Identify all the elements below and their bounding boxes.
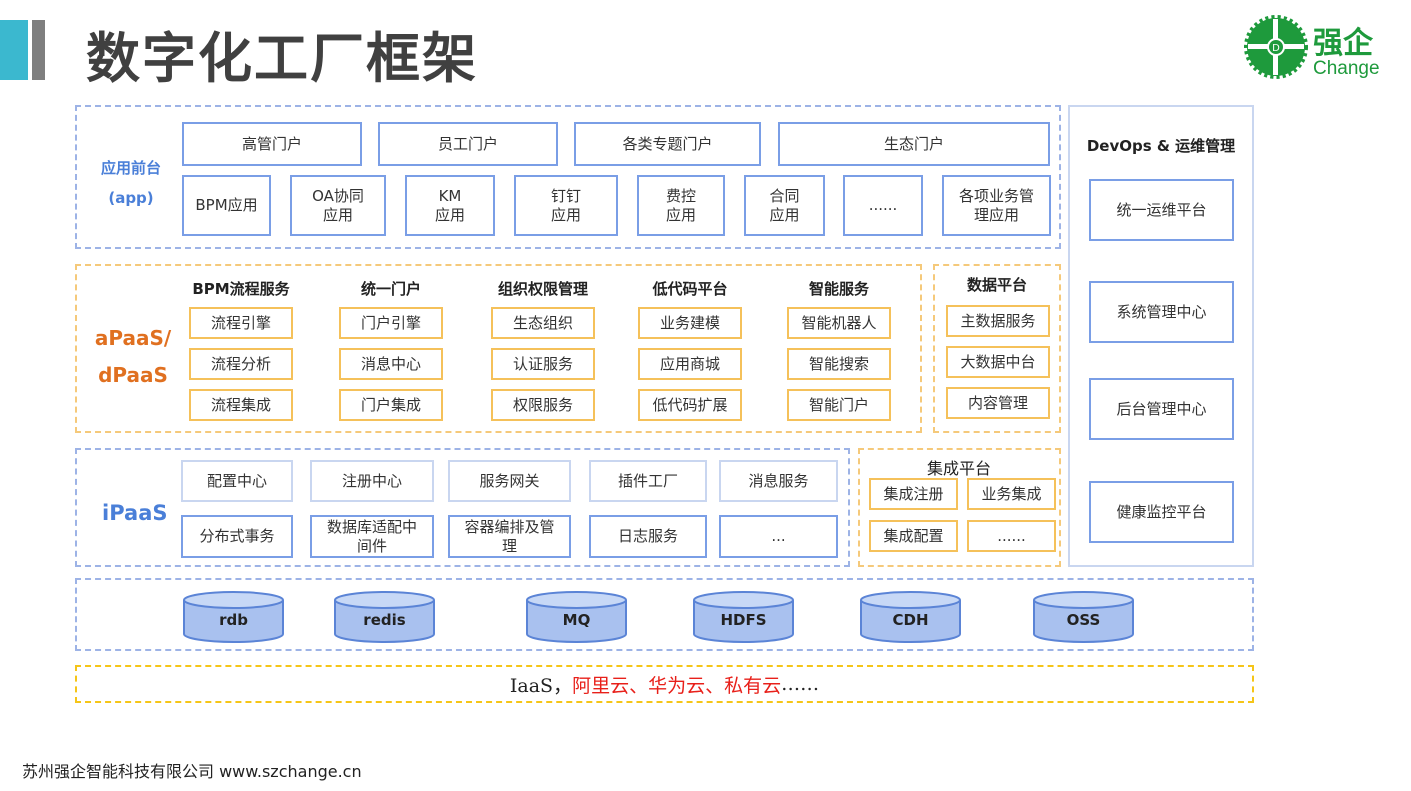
service-box: 门户集成 <box>339 389 443 421</box>
ipaas-box: 注册中心 <box>310 460 434 502</box>
apaas-label: aPaaS/ <box>94 326 172 350</box>
gear-logo-icon: D <box>1244 15 1308 79</box>
integration-box: 集成配置 <box>869 520 958 552</box>
footer-company: 苏州强企智能科技有限公司 www.szchange.cn <box>22 762 362 781</box>
database-cylinder-icon: rdb <box>182 590 285 643</box>
app-box: BPM应用 <box>182 175 271 236</box>
database-cylinder-icon: MQ <box>525 590 628 643</box>
storage-label: CDH <box>892 611 929 629</box>
app-box: ...... <box>843 175 923 236</box>
database-cylinder-icon: CDH <box>859 590 962 643</box>
data-platform-box: 大数据中台 <box>946 346 1050 378</box>
iaas-clouds: 阿里云、华为云、私有云 <box>572 674 782 697</box>
database-cylinder-icon: OSS <box>1032 590 1135 643</box>
apaas-column-title: BPM流程服务 <box>192 280 290 298</box>
app-layer-label: 应用前台 (app) <box>85 153 177 213</box>
data-platform-box: 内容管理 <box>946 387 1050 419</box>
app-layer <box>75 105 1061 249</box>
integration-box: 集成注册 <box>869 478 958 510</box>
apaas-column-title: 组织权限管理 <box>497 280 589 298</box>
devops-box: 健康监控平台 <box>1089 481 1234 543</box>
app-sub-label: (app) <box>108 189 154 207</box>
app-box: 合同 应用 <box>744 175 825 236</box>
devops-box: 统一运维平台 <box>1089 179 1234 241</box>
service-box: 权限服务 <box>491 389 595 421</box>
ipaas-label: iPaaS <box>102 501 168 525</box>
data-platform-layer <box>933 264 1061 433</box>
dpaas-label: dPaaS <box>98 363 168 387</box>
service-box: 认证服务 <box>491 348 595 380</box>
ipaas-box: 分布式事务 <box>181 515 293 558</box>
apaas-column-title: 统一门户 <box>360 280 422 298</box>
ipaas-box: 插件工厂 <box>589 460 707 502</box>
service-box: 智能搜索 <box>787 348 891 380</box>
ipaas-layer <box>75 448 850 567</box>
app-label: 应用前台 <box>100 159 161 177</box>
storage-label: OSS <box>1066 611 1101 629</box>
devops-box: 后台管理中心 <box>1089 378 1234 440</box>
ipaas-box: 容器编排及管 理 <box>448 515 571 558</box>
service-box: 流程引擎 <box>189 307 293 339</box>
app-box: KM 应用 <box>405 175 495 236</box>
integration-title: 集成平台 <box>926 459 992 478</box>
iaas-label: IaaS， <box>509 674 573 697</box>
apaas-column-title: 低代码平台 <box>652 280 728 298</box>
service-box: 消息中心 <box>339 348 443 380</box>
devops-title: DevOps & 运维管理 <box>1086 137 1236 155</box>
ipaas-box: 消息服务 <box>719 460 838 502</box>
service-box: 低代码扩展 <box>638 389 742 421</box>
title-accent-bar <box>0 20 28 80</box>
apaas-layer-label: aPaaS/ dPaaS <box>88 320 178 394</box>
logo-en: Change <box>1313 58 1380 79</box>
ipaas-box: 服务网关 <box>448 460 571 502</box>
service-box: 智能门户 <box>787 389 891 421</box>
database-cylinder-icon: HDFS <box>692 590 795 643</box>
apaas-layer <box>75 264 922 433</box>
svg-text:D: D <box>1272 43 1280 54</box>
service-box: 流程分析 <box>189 348 293 380</box>
logo-cn: 强企 <box>1313 26 1373 61</box>
service-box: 应用商城 <box>638 348 742 380</box>
app-box: OA协同 应用 <box>290 175 386 236</box>
storage-label: redis <box>363 611 406 629</box>
service-box: 生态组织 <box>491 307 595 339</box>
page-title: 数字化工厂框架 <box>86 27 478 90</box>
ipaas-box: ... <box>719 515 838 558</box>
devops-panel <box>1068 105 1254 567</box>
service-box: 流程集成 <box>189 389 293 421</box>
app-box: 费控 应用 <box>637 175 725 236</box>
app-box: 各项业务管 理应用 <box>942 175 1051 236</box>
portal-box: 各类专题门户 <box>574 122 761 166</box>
apaas-column-title: 智能服务 <box>808 280 870 298</box>
database-cylinder-icon: redis <box>333 590 436 643</box>
logo: D 强企 Change <box>1243 14 1393 82</box>
service-box: 业务建模 <box>638 307 742 339</box>
integration-box: ...... <box>967 520 1056 552</box>
integration-layer <box>858 448 1061 567</box>
storage-label: HDFS <box>720 611 767 629</box>
app-box: 钉钉 应用 <box>514 175 618 236</box>
storage-layer <box>75 578 1254 651</box>
data-platform-title: 数据平台 <box>966 276 1028 294</box>
title-accent-bar-gray <box>32 20 45 80</box>
ipaas-box: 日志服务 <box>589 515 707 558</box>
iaas-layer: IaaS， 阿里云、华为云、私有云 …… <box>75 665 1254 703</box>
data-platform-box: 主数据服务 <box>946 305 1050 337</box>
integration-box: 业务集成 <box>967 478 1056 510</box>
portal-box: 高管门户 <box>182 122 362 166</box>
iaas-ellipsis: …… <box>781 673 820 695</box>
storage-label: rdb <box>219 611 248 629</box>
storage-label: MQ <box>562 611 591 629</box>
ipaas-box: 数据库适配中 间件 <box>310 515 434 558</box>
service-box: 智能机器人 <box>787 307 891 339</box>
service-box: 门户引擎 <box>339 307 443 339</box>
devops-box: 系统管理中心 <box>1089 281 1234 343</box>
ipaas-box: 配置中心 <box>181 460 293 502</box>
portal-box: 生态门户 <box>778 122 1050 166</box>
portal-box: 员工门户 <box>378 122 558 166</box>
